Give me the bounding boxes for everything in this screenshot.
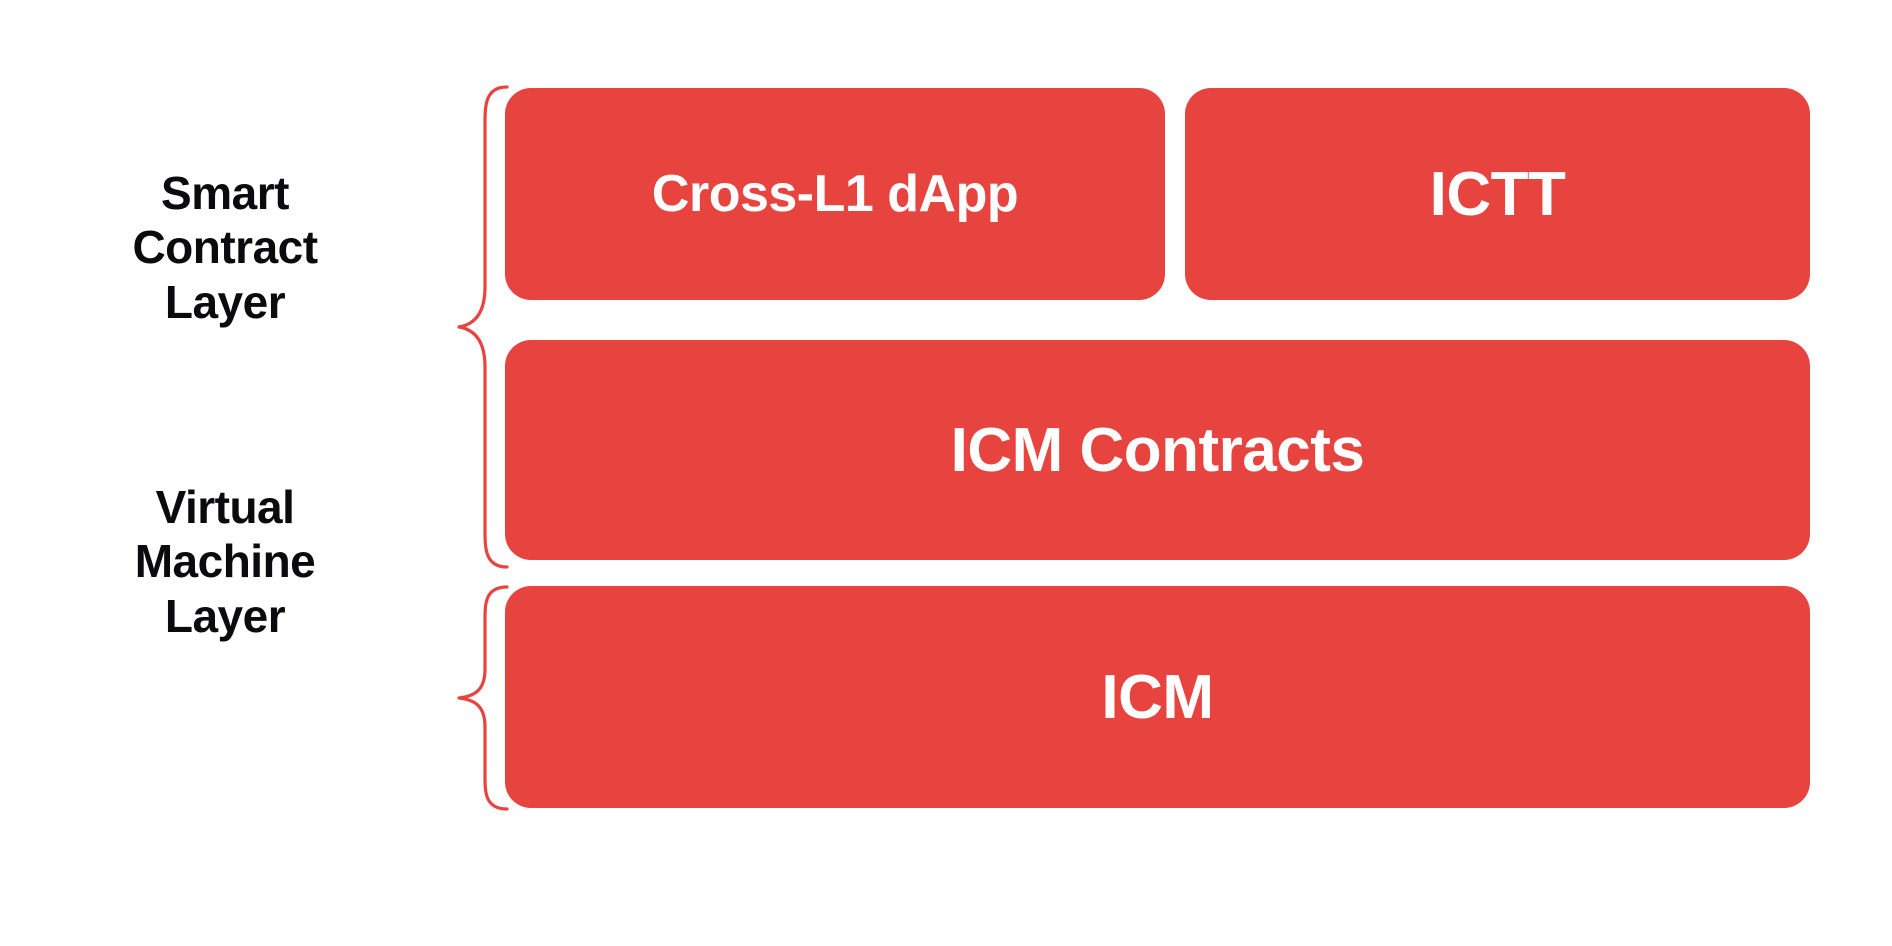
node-box-icm[interactable]: ICM: [505, 586, 1810, 808]
curly-brace-smart-contract-icon: [455, 84, 511, 570]
layer-label-smart-contract: Smart Contract Layer: [132, 167, 318, 328]
node-label-icm: ICM: [1101, 662, 1214, 732]
node-box-ictt[interactable]: ICTT: [1185, 88, 1810, 300]
node-label-cross-l1-dapp: Cross-L1 dApp: [651, 165, 1019, 223]
curly-brace-virtual-machine-icon: [455, 584, 511, 812]
node-box-icm-contracts[interactable]: ICM Contracts: [505, 340, 1810, 560]
layer-label-virtual-machine: Virtual Machine Layer: [134, 481, 316, 642]
node-label-icm-contracts: ICM Contracts: [950, 415, 1365, 485]
node-label-ictt: ICTT: [1429, 159, 1566, 229]
node-box-cross-l1-dapp[interactable]: Cross-L1 dApp: [505, 88, 1165, 300]
